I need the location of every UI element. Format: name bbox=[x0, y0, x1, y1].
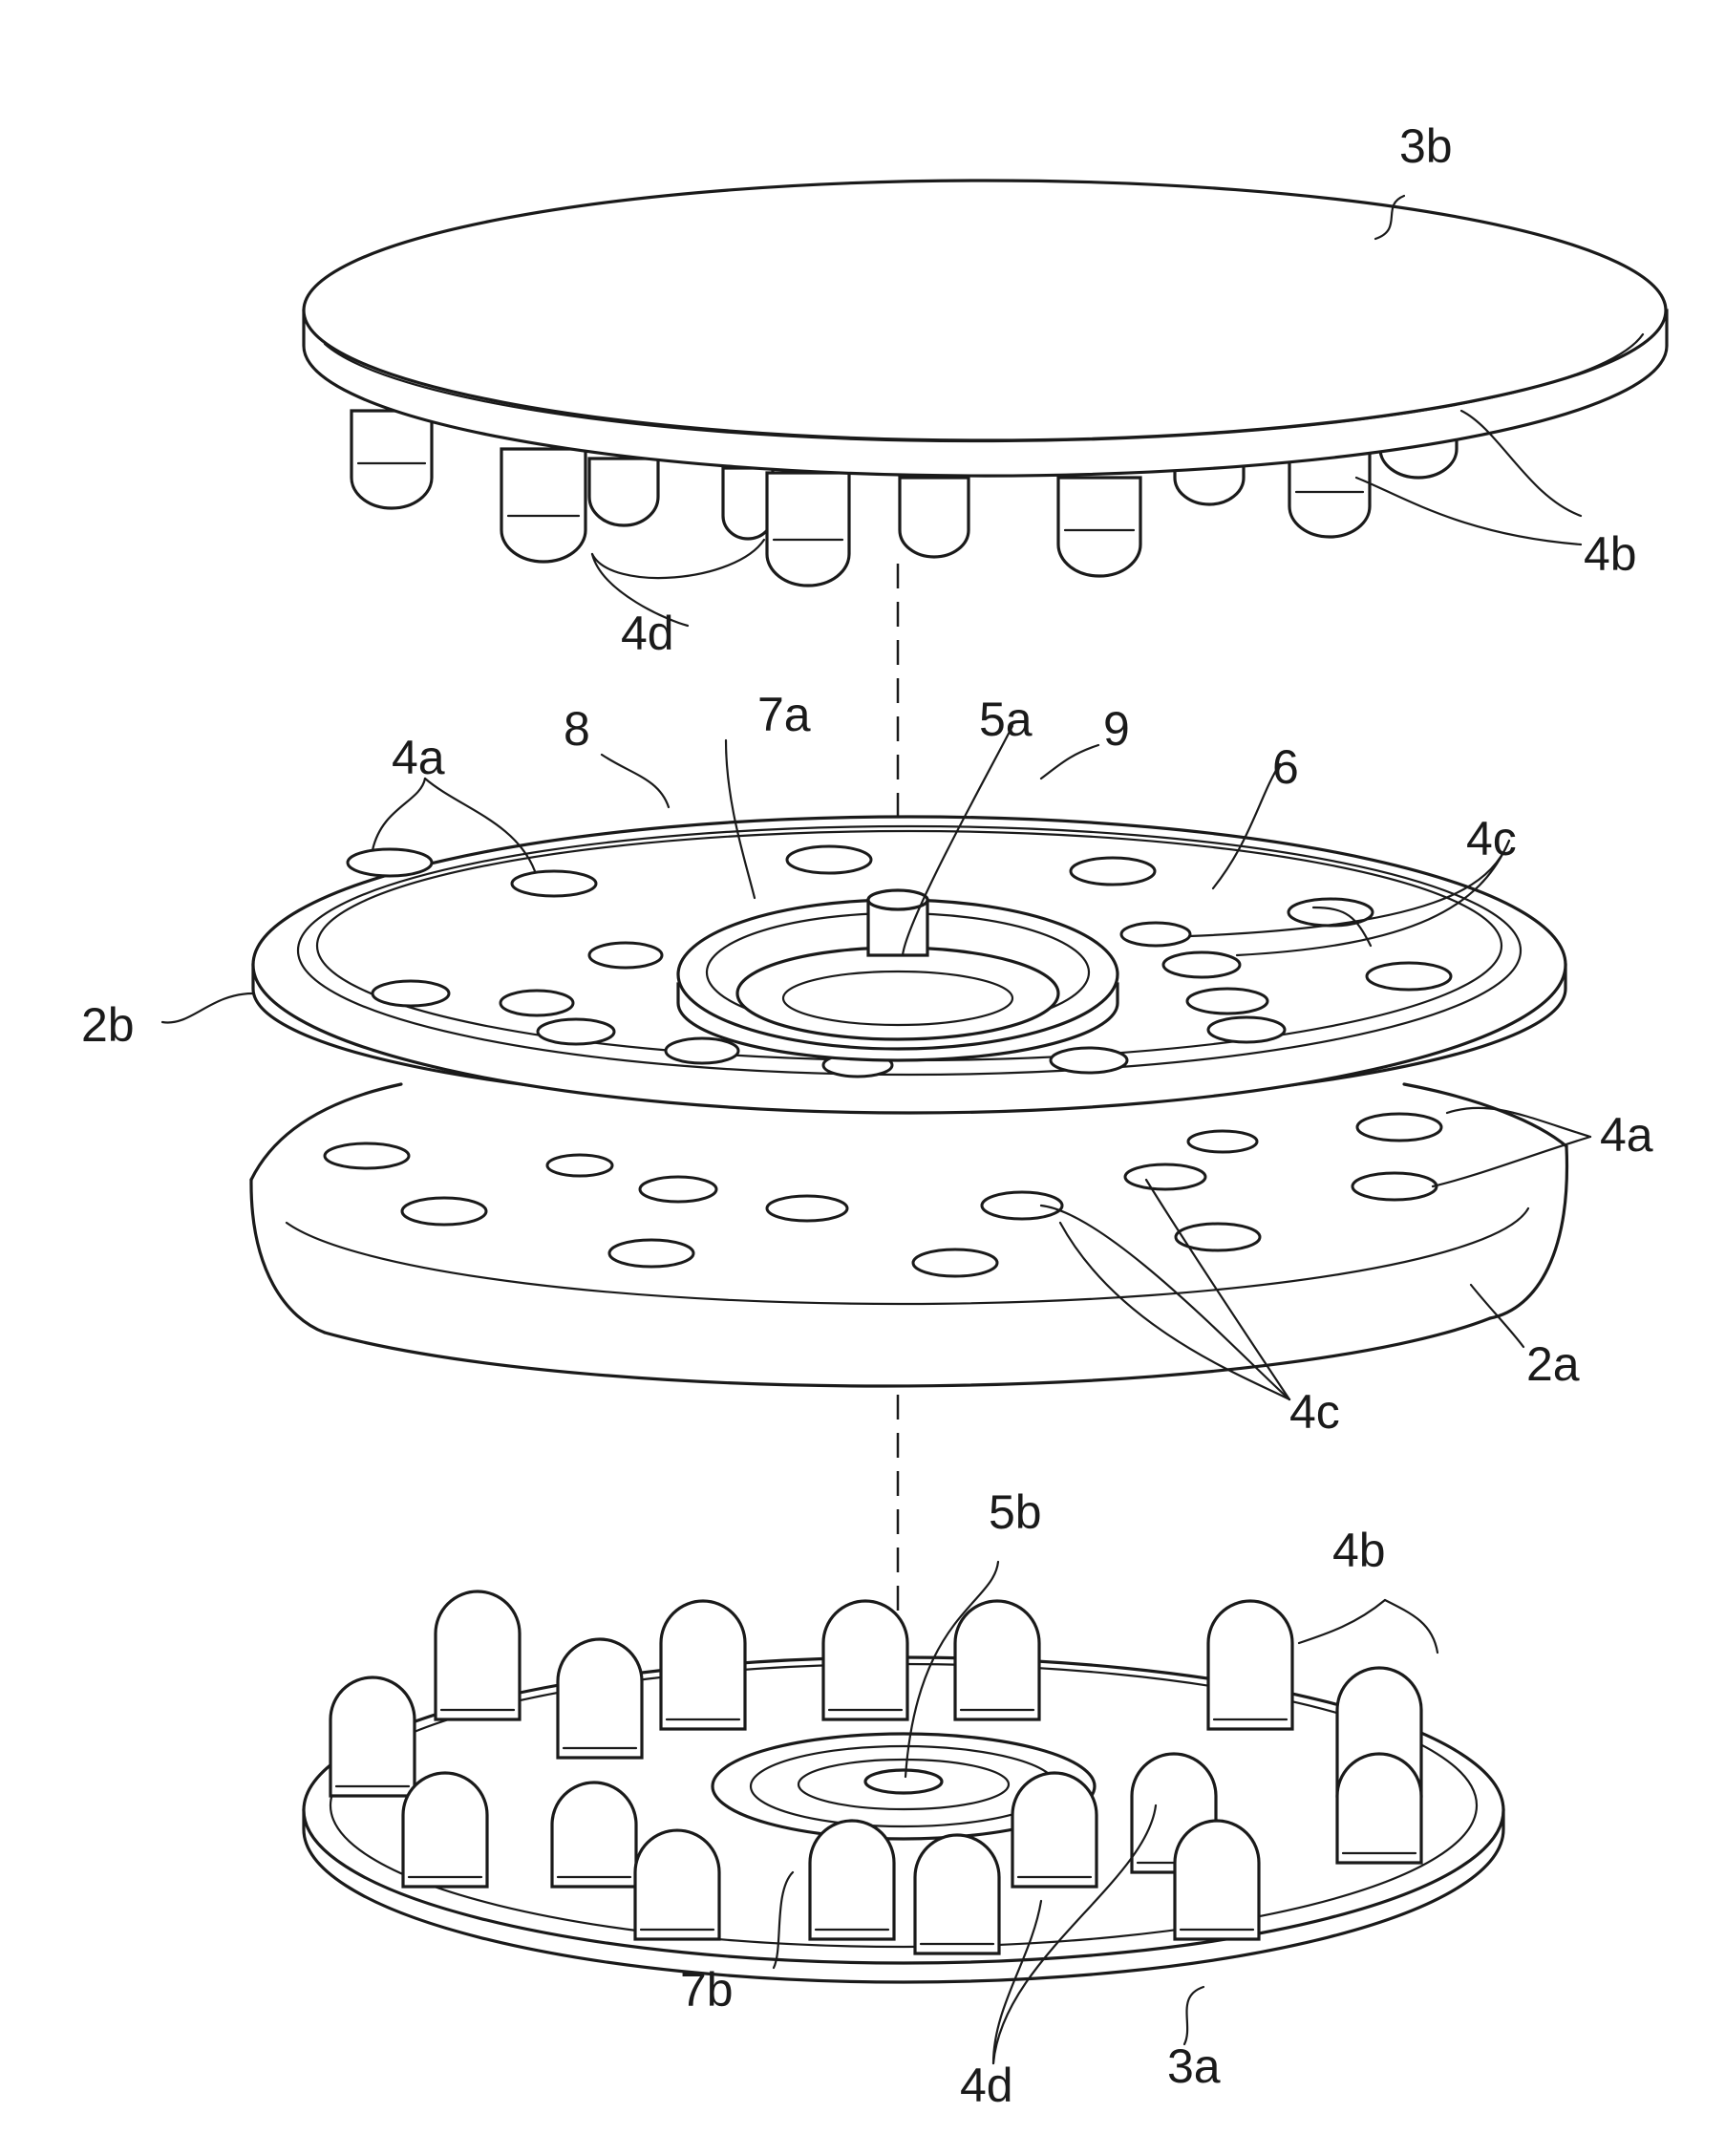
label-2a: 2a bbox=[1526, 1337, 1580, 1391]
label-4d-bottom: 4d bbox=[960, 2059, 1013, 2112]
top-plate-3b bbox=[304, 181, 1667, 586]
label-3b: 3b bbox=[1399, 119, 1453, 173]
label-4c-bottom: 4c bbox=[1289, 1385, 1340, 1439]
label-4c-top: 4c bbox=[1466, 812, 1517, 865]
label-5a: 5a bbox=[979, 693, 1033, 746]
label-7b: 7b bbox=[680, 1963, 734, 2017]
label-4b-top: 4b bbox=[1584, 527, 1637, 581]
label-7a: 7a bbox=[757, 688, 811, 741]
label-8: 8 bbox=[564, 702, 590, 756]
label-4b-bottom: 4b bbox=[1332, 1524, 1386, 1577]
label-9: 9 bbox=[1103, 702, 1130, 756]
bottom-plate-3a bbox=[304, 1591, 1503, 1982]
label-4a-right: 4a bbox=[1600, 1108, 1653, 1162]
label-2b: 2b bbox=[81, 998, 135, 1052]
label-4a-top: 4a bbox=[392, 731, 445, 784]
disc-2b bbox=[253, 817, 1565, 1113]
label-6: 6 bbox=[1272, 740, 1299, 794]
disc-2a bbox=[251, 1084, 1566, 1386]
label-4d-top: 4d bbox=[621, 607, 674, 660]
disc-2a-holes bbox=[325, 1114, 1441, 1276]
label-5b: 5b bbox=[989, 1485, 1042, 1539]
label-3a: 3a bbox=[1167, 2039, 1221, 2093]
